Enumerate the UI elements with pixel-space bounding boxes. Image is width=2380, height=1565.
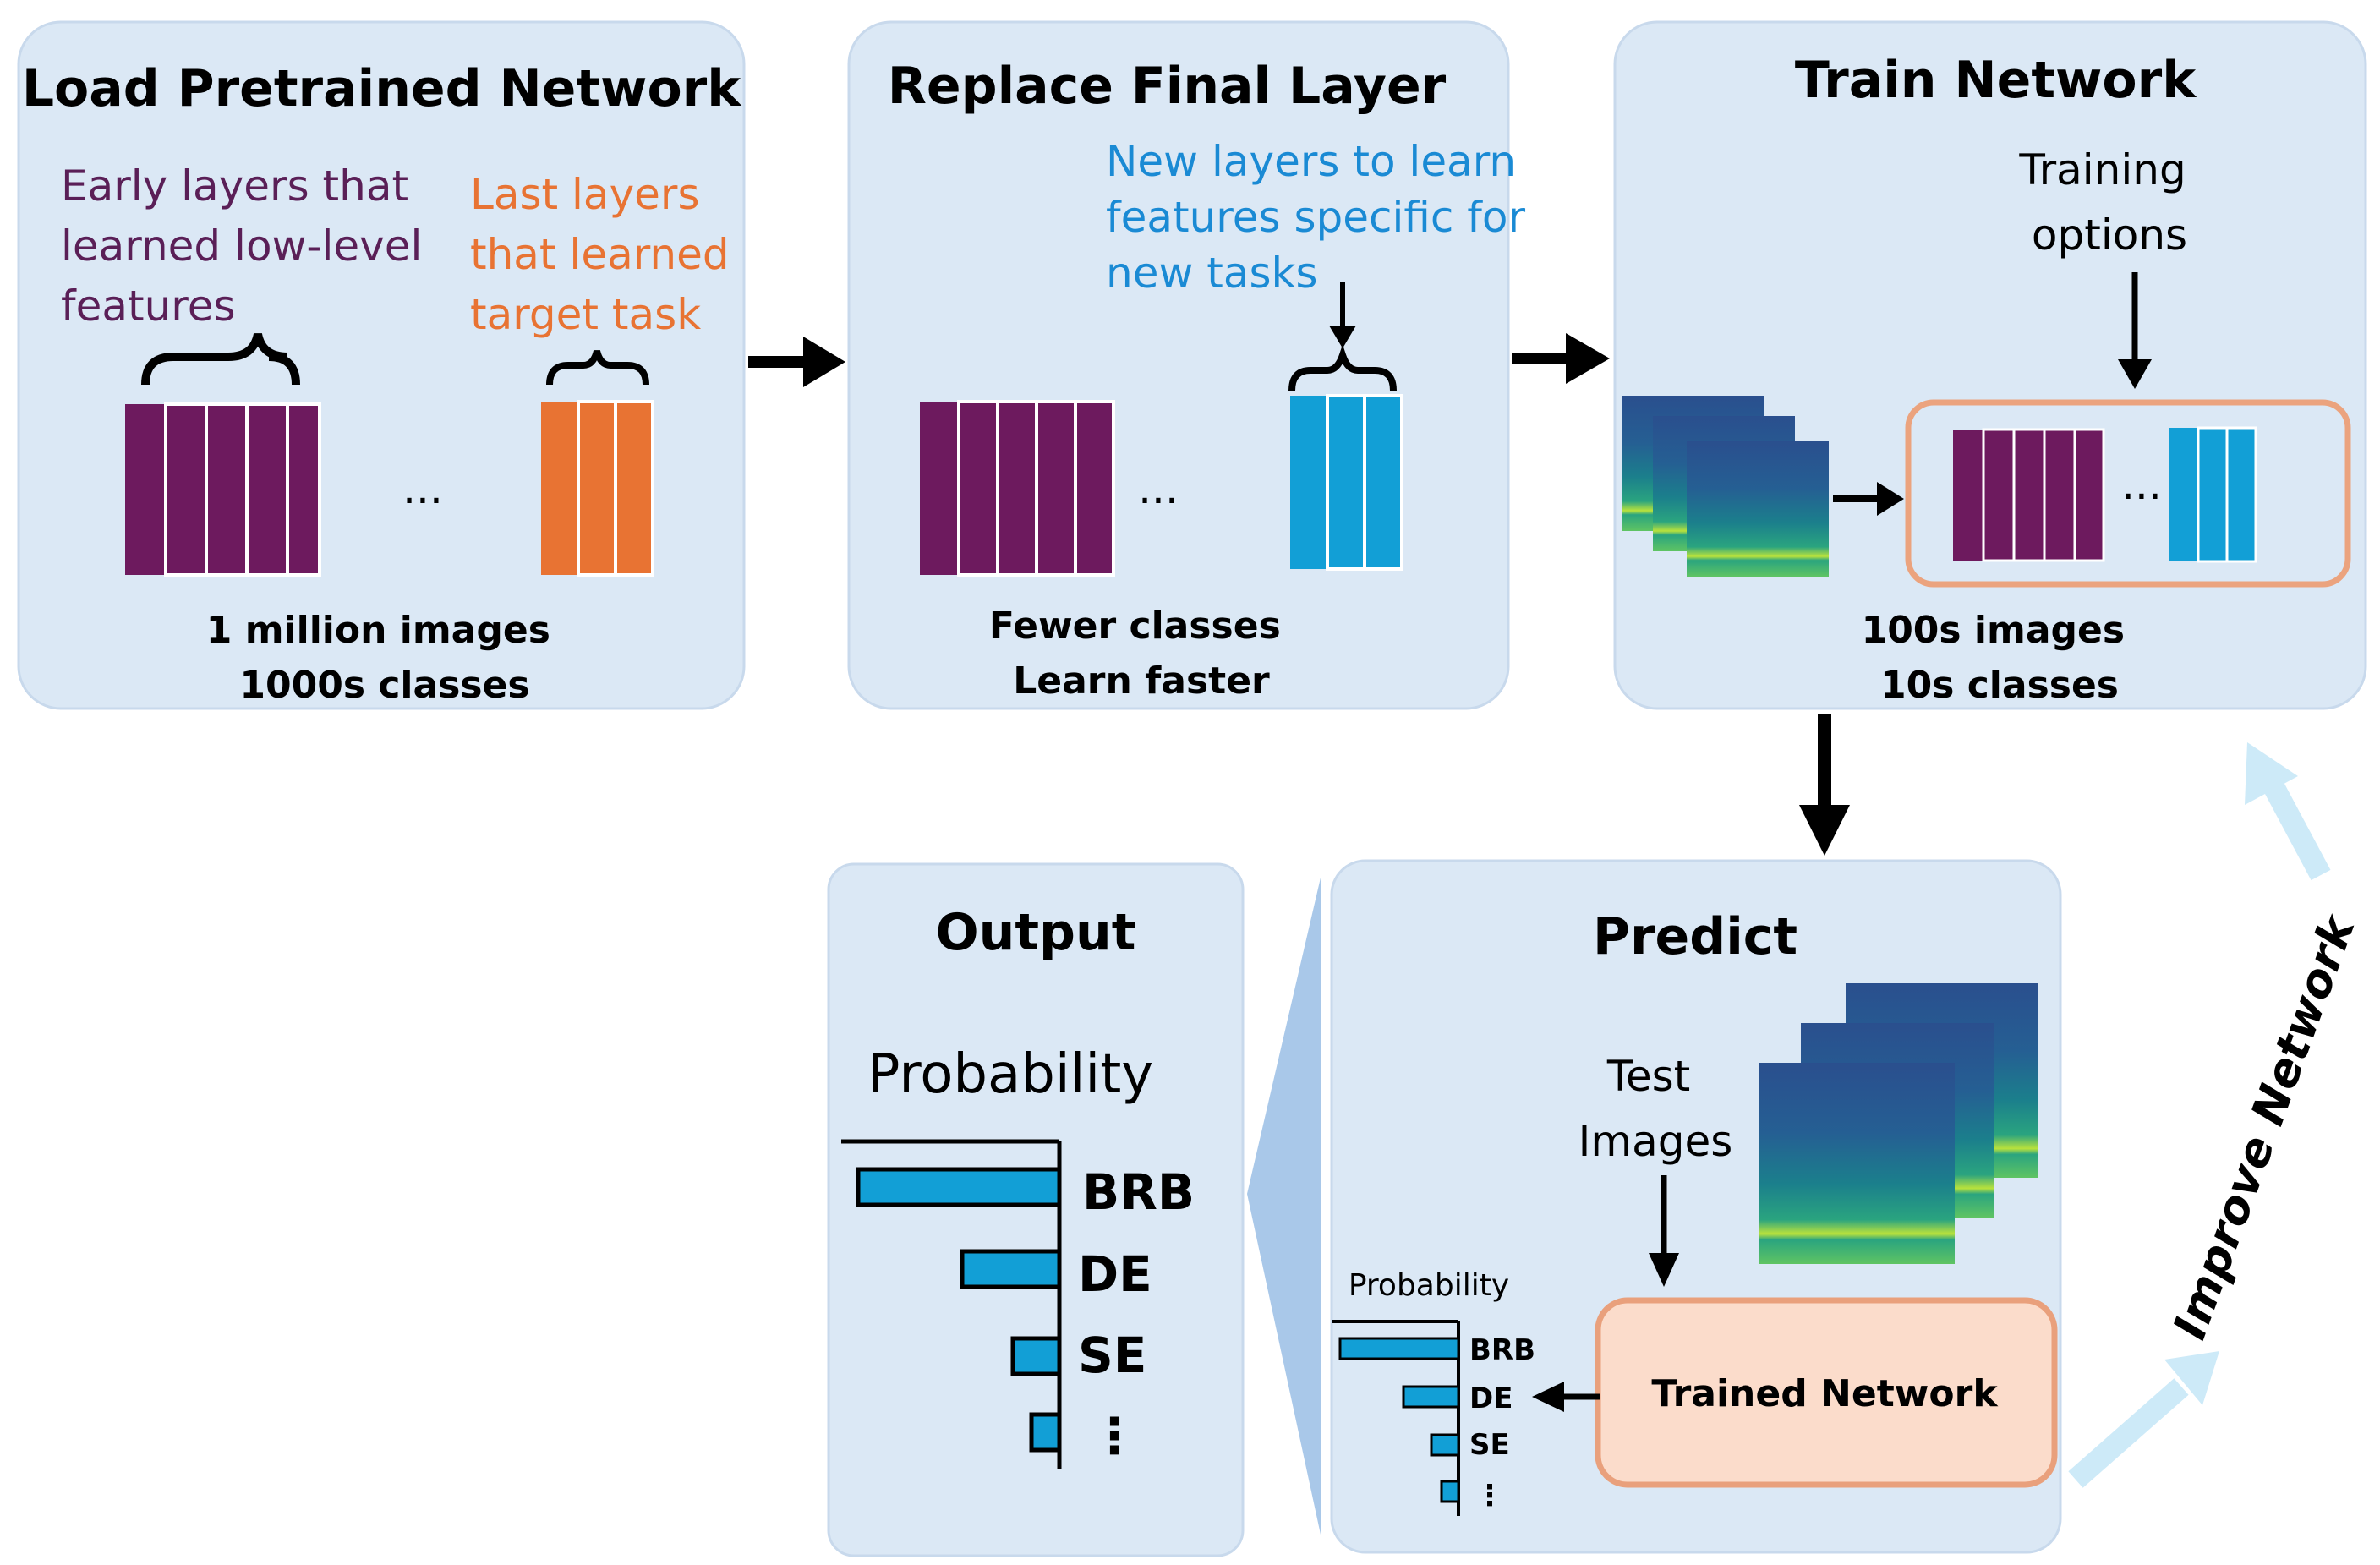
arrow-head: [803, 337, 845, 387]
load-footer: 1 million images 1000s classes: [206, 609, 563, 707]
layer-bar: [245, 402, 289, 577]
arrow-head: [2118, 359, 2152, 389]
load-ellipsis: ...: [402, 464, 443, 513]
layer-bar: [1953, 430, 1983, 561]
trained-network-label: Trained Network: [1651, 1372, 1999, 1415]
improve-arrow-lower: [2068, 1378, 2189, 1488]
new-brace-icon: [1288, 344, 1397, 391]
mini-bar-de: [1402, 1385, 1460, 1409]
training-images-stack: [1622, 396, 1829, 577]
output-label-de: DE: [1078, 1245, 1152, 1303]
output-bar-de: [960, 1249, 1062, 1289]
layer-bar: [205, 402, 249, 577]
layer-bar: [164, 402, 208, 577]
layer-bar: [2197, 426, 2229, 563]
replace-ellipsis: ...: [1138, 464, 1179, 513]
arrow-head: [1649, 1253, 1679, 1287]
train-panel-bg: [1613, 20, 2367, 710]
load-pretrained-panel: Load Pretrained Network Early layers tha…: [17, 20, 746, 710]
improve-network-loop: Improve Network: [2068, 742, 2366, 1488]
train-footer: 100s images 10s classes: [1862, 609, 2138, 707]
layer-bar: [1982, 428, 2016, 562]
mini-bar-se: [1430, 1433, 1460, 1457]
new-layers-note: New layers to learn features specific fo…: [1106, 137, 1539, 298]
layer-bar: [286, 402, 321, 577]
replace-footer: Fewer classes Learn faster: [989, 605, 1294, 703]
trained-network-box: [1595, 1297, 2058, 1488]
arrow-head: [1877, 482, 1904, 516]
replace-panel-title: Replace Final Layer: [888, 57, 1447, 116]
output-bar-brb: [856, 1167, 1062, 1207]
spectrogram-image: [1687, 441, 1829, 577]
layer-bar: [2225, 426, 2257, 563]
layer-bar: [957, 400, 999, 577]
last-layers-block: [541, 400, 654, 577]
layer-bar: [920, 402, 959, 575]
training-model-box: [1905, 399, 2351, 588]
mini-label-de: DE: [1469, 1382, 1513, 1415]
layer-bar: [1290, 396, 1327, 569]
training-model-early-layers: [1953, 428, 2105, 562]
layer-bar: [1326, 394, 1366, 571]
output-label-more: ⋮: [1090, 1407, 1139, 1464]
predict-panel-title: Predict: [1593, 907, 1797, 966]
train-panel-title: Train Network: [1795, 51, 2197, 110]
output-probability-label: Probability: [867, 1043, 1153, 1106]
layer-bar: [125, 404, 166, 575]
output-panel: Output Probability BRB DE SE ⋮: [827, 862, 1245, 1557]
improve-network-label: Improve Network: [2163, 907, 2366, 1346]
predict-panel: Predict Test Images Trained Network Prob…: [1330, 859, 2062, 1554]
spectrogram-image: [1759, 1063, 1955, 1264]
replace-final-layer-panel: Replace Final Layer New layers to learn …: [847, 20, 1539, 710]
layer-bar: [614, 400, 654, 577]
layer-bar: [541, 402, 578, 575]
layer-bar: [2073, 428, 2105, 562]
output-bar-se: [1010, 1336, 1062, 1376]
output-bar-more: [1029, 1412, 1062, 1453]
layer-bar: [2043, 428, 2076, 562]
improve-arrow-upper-head: [2245, 742, 2298, 805]
output-label-se: SE: [1078, 1327, 1146, 1384]
layer-bar: [1363, 394, 1403, 571]
output-panel-title: Output: [936, 903, 1136, 962]
improve-arrow-upper: [2264, 782, 2331, 881]
arrow-head: [1532, 1382, 1564, 1412]
new-layers-block: [1290, 394, 1403, 571]
mini-bar-more: [1440, 1480, 1460, 1503]
last-brace-icon: [546, 349, 649, 386]
early-layers-note: Early layers that learned low-level feat…: [61, 161, 435, 331]
mini-label-brb: BRB: [1469, 1333, 1535, 1367]
output-label-brb: BRB: [1082, 1163, 1195, 1221]
layer-bar: [1074, 400, 1115, 577]
replace-early-layers: [920, 400, 1115, 577]
training-options-note: Training options: [2018, 145, 2199, 260]
arrow-head: [1566, 333, 1610, 384]
train-network-panel: Train Network Training options ...: [1613, 20, 2367, 710]
test-images-stack: [1759, 983, 2038, 1264]
test-images-note: Test Images: [1578, 1052, 1733, 1166]
layer-bar: [1035, 400, 1077, 577]
arrow-head: [1799, 805, 1850, 856]
early-brace-icon: [141, 332, 300, 386]
expand-connector: [1247, 878, 1321, 1535]
layer-bar: [2169, 428, 2198, 561]
early-layers-block: [125, 402, 321, 577]
predict-probability-label: Probability: [1349, 1268, 1509, 1303]
mini-label-more: ⋮: [1475, 1479, 1504, 1513]
improve-arrow-lower-head: [2164, 1351, 2219, 1405]
output-panel-bg: [827, 862, 1245, 1557]
last-layers-note: Last layers that learned target task: [470, 170, 743, 339]
layer-bar: [577, 400, 617, 577]
layer-bar: [2012, 428, 2046, 562]
mini-bar-brb: [1338, 1337, 1460, 1360]
layer-bar: [996, 400, 1038, 577]
mini-label-se: SE: [1469, 1428, 1510, 1462]
arrow-head: [1329, 326, 1356, 348]
training-model-new-layers: [2169, 426, 2257, 563]
load-panel-title: Load Pretrained Network: [22, 59, 742, 118]
train-ellipsis: ...: [2121, 460, 2162, 509]
